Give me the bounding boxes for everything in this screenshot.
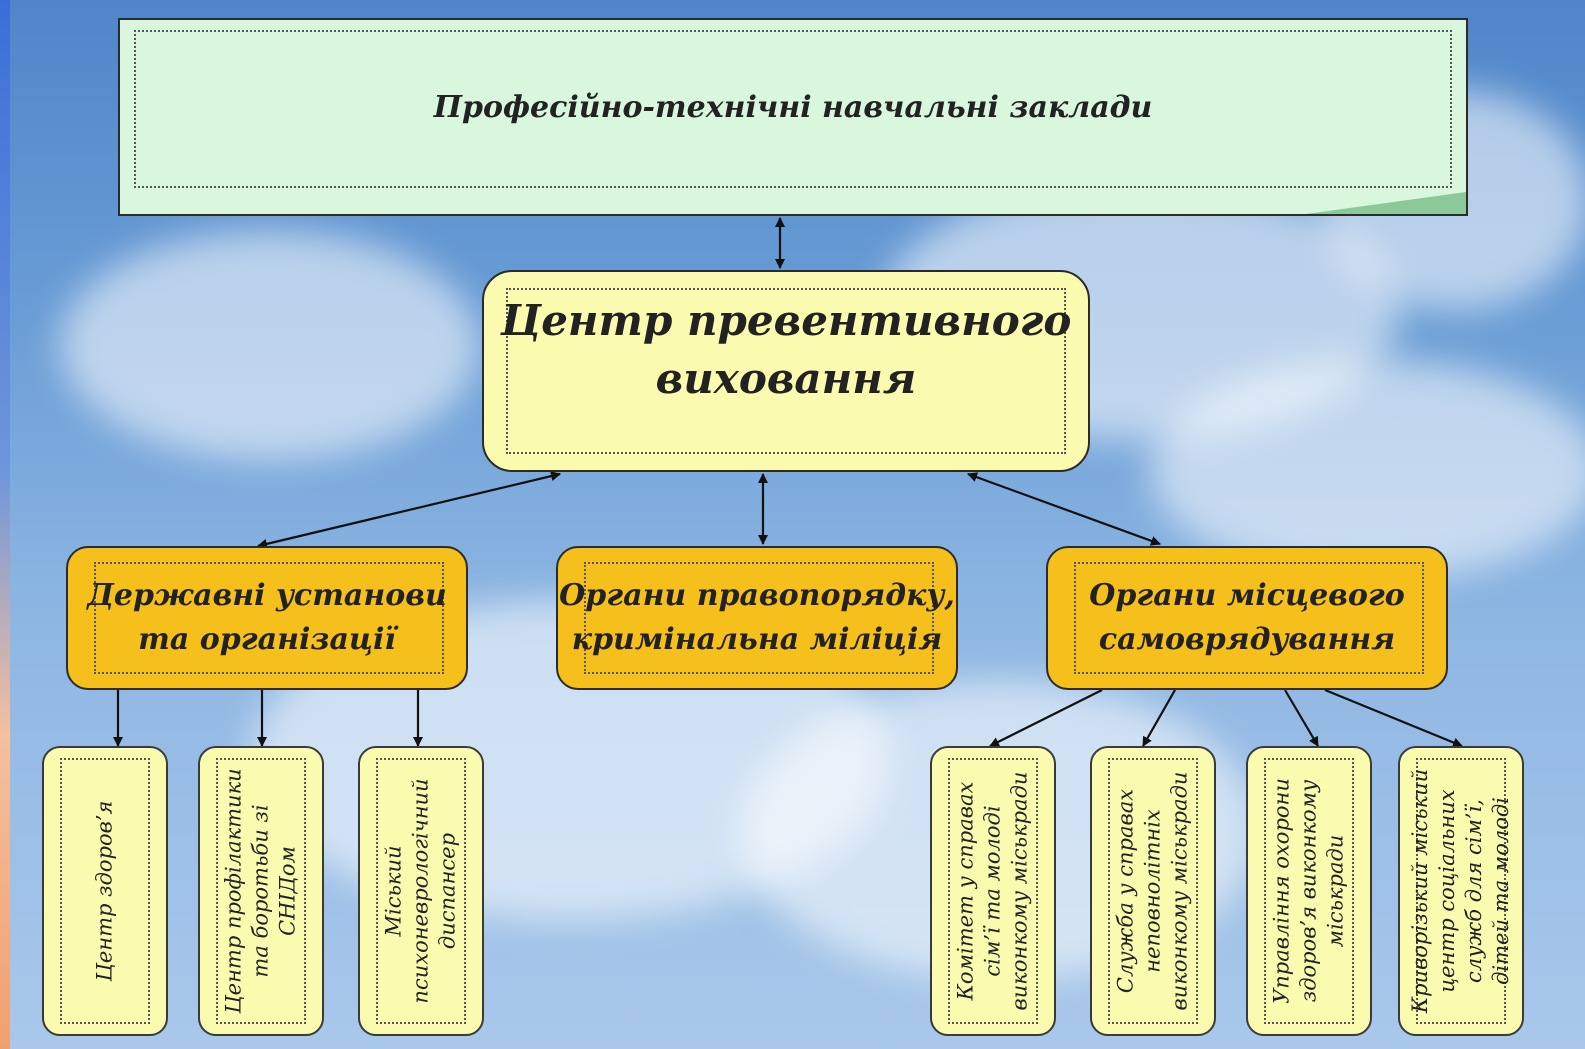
leaf-minors-service: Служба у справах неповнолітніх виконкому…	[1090, 746, 1216, 1036]
mid-box-law-enforcement: Органи правопорядку, кримінальна міліція	[556, 546, 958, 690]
mid-box-line1: Органи правопорядку,	[559, 578, 955, 613]
arrow-right-leaf3	[1284, 689, 1319, 747]
mid-box-local-government: Органи місцевого самоврядування	[1046, 546, 1448, 690]
leaf-dotted-frame	[376, 758, 466, 1024]
top-box-vocational-schools: Професійно-технічні навчальні заклади	[118, 18, 1468, 216]
cloud	[60, 230, 480, 460]
mid-box-dotted-frame	[94, 562, 444, 674]
mid-box-line1: Органи місцевого	[1089, 578, 1405, 613]
center-box-line1: Центр превентивного	[500, 296, 1072, 345]
leaf-dotted-frame	[1108, 758, 1198, 1024]
mid-box-line2: кримінальна міліція	[571, 622, 943, 657]
center-box-preventive-education: Центр превентивного виховання	[482, 270, 1090, 472]
mid-box-line2: та організації	[138, 622, 396, 657]
leaf-label: Комітет у справах сім’ї та молоді виконк…	[953, 771, 1032, 1011]
page-fold-corner	[1306, 192, 1466, 214]
arrow-right-leaf2	[1142, 689, 1176, 747]
leaf-health-department: Управління охорони здоров’я виконкому мі…	[1246, 746, 1372, 1036]
center-box-dotted-frame	[506, 288, 1066, 454]
mid-box-dotted-frame	[1074, 562, 1424, 674]
leaf-health-center: Центр здоров’я	[42, 746, 168, 1036]
leaf-dotted-frame	[948, 758, 1038, 1024]
leaf-dotted-frame	[60, 758, 150, 1024]
leaf-label: Міський психоневрологічний диспансер	[381, 778, 460, 1004]
arrow-right-leaf1	[989, 689, 1103, 747]
leaf-family-youth-committee: Комітет у справах сім’ї та молоді виконк…	[930, 746, 1056, 1036]
top-box-label: Професійно-технічні навчальні заклади	[433, 90, 1153, 125]
mid-box-line1: Державні установи	[87, 578, 447, 613]
arrow-right-leaf4	[1324, 688, 1463, 748]
leaf-dotted-frame	[1264, 758, 1354, 1024]
leaf-label: Управління охорони здоров’я виконкому мі…	[1269, 778, 1348, 1004]
leaf-dotted-frame	[1416, 758, 1506, 1024]
leaf-dotted-frame	[216, 758, 306, 1024]
cloud	[1150, 360, 1585, 580]
left-accent-bar	[0, 0, 10, 1049]
center-box-line2: виховання	[655, 354, 917, 403]
leaf-aids-center: Центр профілактики та боротьби зі СНІДом	[198, 746, 324, 1036]
arrow-center-right	[967, 472, 1161, 546]
top-box-dotted-frame	[134, 30, 1452, 188]
leaf-label: Криворізький міський центр соціальних сл…	[1408, 768, 1513, 1014]
mid-box-state-institutions: Державні установи та організації	[66, 546, 468, 690]
mid-box-line2: самоврядування	[1098, 622, 1396, 657]
leaf-social-services-center: Криворізький міський центр соціальних сл…	[1398, 746, 1524, 1036]
mid-box-dotted-frame	[584, 562, 934, 674]
leaf-label: Центр здоров’я	[92, 800, 117, 982]
leaf-label: Служба у справах неповнолітніх виконкому…	[1113, 771, 1192, 1011]
leaf-neuro-dispensary: Міський психоневрологічний диспансер	[358, 746, 484, 1036]
arrow-center-left	[257, 471, 561, 549]
leaf-label: Центр профілактики та боротьби зі СНІДом	[221, 768, 300, 1014]
